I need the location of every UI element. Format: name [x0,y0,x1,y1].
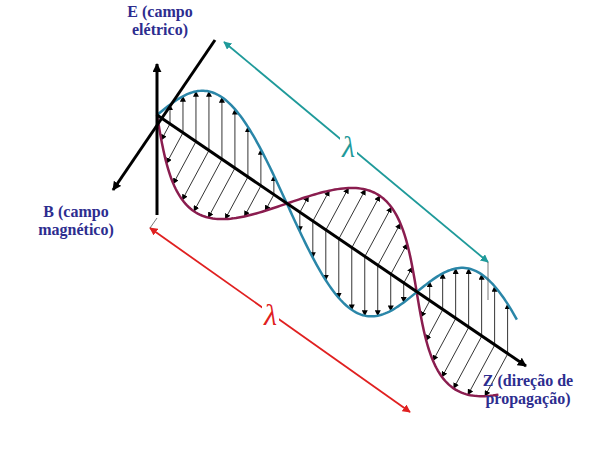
e-vector [247,127,248,177]
e-vector [221,97,222,159]
axis-label: B (campo magnético) [10,203,142,240]
e-vector [312,221,313,257]
b-vector [225,177,248,219]
b-vector [365,207,392,256]
wavelength-tick [488,262,489,300]
wavelength-marker [224,42,488,262]
b-vector [182,150,209,199]
b-vector [426,310,442,341]
b-vector [421,301,430,317]
wavelength-symbol: λ [262,300,279,330]
e-vector [351,248,352,310]
b-vector [391,244,407,275]
b-axis [113,40,215,190]
b-vector [339,190,366,239]
b-vector [433,319,456,361]
b-vector [454,336,482,388]
e-vector [377,266,378,316]
e-vector [507,304,508,354]
b-vector [352,196,380,248]
e-vector [182,96,183,132]
e-vector [364,257,365,316]
b-vector [167,133,183,164]
z-axis [157,115,526,366]
b-vector [208,168,235,217]
b-vector [194,159,222,211]
b-vector [442,328,469,377]
e-vector [208,91,209,150]
field-vectors [161,91,507,396]
electric-wave [157,91,517,320]
e-vector [429,282,430,301]
b-vector [326,188,349,230]
axis-label: E (campo elétrico) [122,3,198,40]
e-vector [325,230,326,280]
e-axis [156,64,159,215]
e-vector [338,239,339,298]
e-vector [442,273,443,309]
e-vector [234,109,235,168]
e-vector [468,269,469,328]
e-vector [481,274,482,336]
axis-label: Z (direção de propagação) [474,372,582,409]
wavelength-symbol: λ [340,132,357,162]
e-vector [403,283,404,302]
e-vector [260,149,261,185]
e-vector [455,269,456,319]
e-vector [390,274,391,310]
e-vector [494,286,495,345]
b-vector [378,223,401,265]
b-vector [161,124,170,140]
wavelength-marker [150,228,410,412]
b-vector [404,267,413,283]
b-vector [173,142,196,184]
e-vector [195,91,196,141]
wavelength-tick [150,218,157,228]
